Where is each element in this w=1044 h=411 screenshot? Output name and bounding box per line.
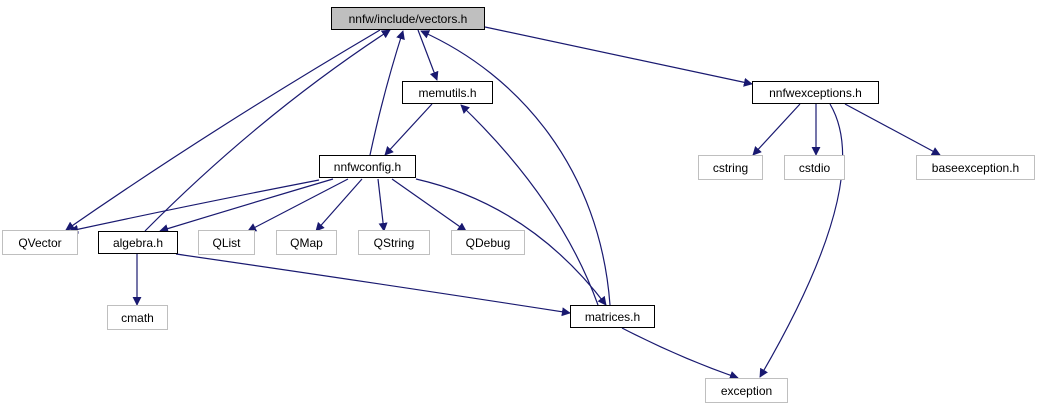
node-nnfwexceptions-h[interactable]: nnfwexceptions.h — [752, 81, 879, 104]
edge-vectors-to-qvector — [65, 29, 381, 231]
edge-nnfwconfig-to-algebra — [159, 178, 334, 233]
edge-matrices-to-exception — [621, 327, 739, 380]
node-algebra-h[interactable]: algebra.h — [98, 231, 178, 254]
edge-vectors-to-nnfwexceptions — [484, 26, 753, 87]
edge-matrices-to-memutils — [460, 104, 599, 306]
edge-nnfwexceptions-to-baseexception — [844, 103, 941, 156]
node-qvector: QVector — [2, 230, 78, 255]
node-vectors-h[interactable]: nnfw/include/vectors.h — [331, 7, 485, 30]
edge-nnfwconfig-to-qvector — [69, 179, 320, 234]
node-cstring: cstring — [698, 155, 763, 180]
node-cstdio: cstdio — [784, 155, 845, 180]
node-qstring: QString — [358, 230, 430, 255]
edge-memutils-to-nnfwconfig — [384, 103, 433, 156]
edge-nnfwconfig-to-qstring — [377, 178, 388, 232]
edge-algebra-to-vectors — [144, 29, 391, 232]
edge-nnfwconfig-to-qmap — [315, 178, 363, 232]
edge-nnfwexceptions-to-exception — [759, 103, 844, 378]
node-exception: exception — [705, 378, 788, 403]
node-matrices-h[interactable]: matrices.h — [570, 305, 655, 328]
edge-matrices-to-vectors — [420, 30, 611, 306]
node-nnfwconfig-h[interactable]: nnfwconfig.h — [319, 155, 416, 178]
edge-nnfwexceptions-to-cstring — [752, 103, 801, 156]
node-baseexception-h: baseexception.h — [916, 155, 1035, 180]
edge-nnfwconfig-to-matrices — [415, 178, 607, 306]
node-qlist: QList — [198, 230, 255, 255]
edge-nnfwconfig-to-qdebug — [391, 178, 467, 232]
edge-nnfwconfig-to-vectors — [369, 30, 405, 156]
edge-nnfwconfig-to-qlist — [247, 178, 349, 232]
node-cmath: cmath — [107, 305, 168, 330]
edge-algebra-to-matrices — [175, 253, 571, 317]
node-qmap: QMap — [276, 230, 337, 255]
node-memutils-h[interactable]: memutils.h — [402, 81, 493, 104]
node-qdebug: QDebug — [451, 230, 525, 255]
